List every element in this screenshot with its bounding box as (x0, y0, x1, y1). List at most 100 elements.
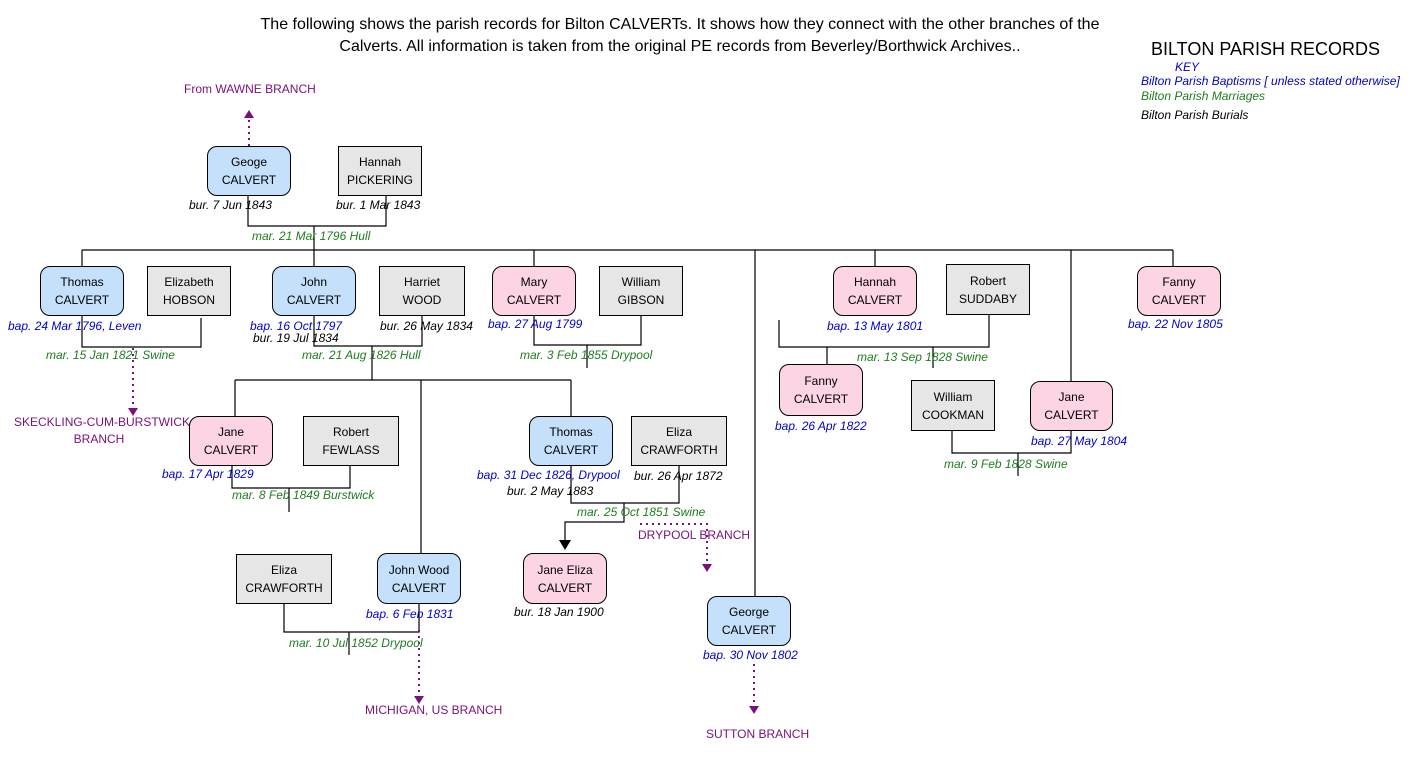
person-eliza-crawforth-1872[interactable]: Eliza CRAWFORTH (631, 416, 727, 466)
person-first-name: Thomas (60, 275, 104, 289)
person-first-name: Jane (1058, 390, 1085, 404)
person-william-cookman[interactable]: William COOKMAN (911, 380, 995, 431)
person-george-calvert-1802[interactable]: George CALVERT (707, 596, 791, 646)
person-surname: PICKERING (346, 173, 413, 187)
marriage-label: mar. 15 Jan 1821 Swine (46, 348, 175, 362)
key-label: KEY (1175, 60, 1200, 74)
branch-michigan: MICHIGAN, US BRANCH (365, 703, 503, 717)
person-first-name: William (621, 275, 661, 289)
person-first-name: Fanny (1162, 275, 1196, 289)
burial-label: bur. 26 May 1834 (380, 319, 473, 333)
person-first-name: Hannah (358, 155, 402, 169)
person-jane-calvert-1804[interactable]: Jane CALVERT (1030, 381, 1113, 431)
person-geoge-calvert[interactable]: Geoge CALVERT (207, 146, 291, 196)
person-surname: CALVERT (286, 293, 342, 307)
person-first-name: Eliza (270, 563, 297, 577)
person-mary-calvert[interactable]: Mary CALVERT (492, 266, 576, 316)
intro-line-1: The following shows the parish records f… (260, 16, 1100, 33)
person-elizabeth-hobson[interactable]: Elizabeth HOBSON (147, 266, 231, 316)
person-first-name: Mary (520, 275, 548, 289)
marriage-label: mar. 25 Oct 1851 Swine (577, 505, 706, 519)
person-surname: CALVERT (847, 293, 903, 307)
burial-label: bur. 7 Jun 1843 (189, 198, 272, 212)
person-first-name: George (728, 605, 770, 619)
branch-skeckling: SKECKLING-CUM-BURSTWICK BRANCH (14, 414, 191, 448)
baptism-label: bap. 31 Dec 1826, Drypool (477, 468, 620, 482)
marriage-label: mar. 3 Feb 1855 Drypool (520, 348, 653, 362)
marriage-label: mar. 8 Feb 1849 Burstwick (232, 488, 375, 502)
person-surname: COOKMAN (921, 407, 984, 422)
baptism-label: bap. 24 Mar 1796, Leven (8, 319, 142, 333)
person-surname: WOOD (402, 293, 442, 307)
person-first-name: Jane (217, 425, 245, 439)
person-surname: CRAWFORTH (640, 443, 718, 457)
branch-skeckling-line-1: SKECKLING-CUM-BURSTWICK (14, 415, 191, 429)
key-title: BILTON PARISH RECORDS (1151, 39, 1381, 59)
person-john-calvert[interactable]: John CALVERT (272, 266, 356, 316)
person-surname: CRAWFORTH (245, 581, 323, 595)
person-first-name: Geoge (230, 155, 268, 169)
person-first-name: Robert (332, 425, 370, 439)
person-hannah-calvert[interactable]: Hannah CALVERT (833, 266, 917, 316)
person-surname: CALVERT (793, 392, 849, 406)
person-first-name: Harriet (403, 275, 440, 289)
intro-line-2: Calverts. All information is taken from … (339, 38, 1021, 55)
key-baptisms: Bilton Parish Baptisms [ unless stated o… (1141, 74, 1400, 88)
person-first-name: Thomas (549, 425, 593, 439)
branch-wawne: From WAWNE BRANCH (184, 82, 316, 96)
person-first-name: Hannah (853, 275, 897, 289)
baptism-label: bap. 27 Aug 1799 (488, 317, 583, 331)
person-first-name: Eliza (665, 425, 692, 439)
person-thomas-calvert-1796[interactable]: Thomas CALVERT (40, 266, 124, 316)
burial-label: bur. 2 May 1883 (507, 484, 594, 498)
burial-label: bur. 1 Mar 1843 (336, 198, 421, 212)
burial-label: bur. 19 Jul 1834 (253, 331, 339, 345)
baptism-label: bap. 30 Nov 1802 (703, 648, 798, 662)
branch-sutton: SUTTON BRANCH (706, 727, 810, 741)
baptism-label: bap. 26 Apr 1822 (775, 419, 867, 433)
person-first-name: John Wood (388, 562, 450, 577)
person-william-gibson[interactable]: William GIBSON (599, 266, 683, 316)
person-surname: CALVERT (391, 580, 447, 595)
person-first-name: John (300, 275, 328, 289)
baptism-label: bap. 16 Oct 1797 (250, 319, 343, 333)
marriage-label: mar. 10 Jul 1852 Drypool (289, 636, 423, 650)
person-surname: CALVERT (1151, 293, 1207, 307)
key-burials: Bilton Parish Burials (1141, 108, 1249, 122)
person-surname: CALVERT (543, 443, 599, 457)
person-thomas-calvert-1826[interactable]: Thomas CALVERT (529, 416, 613, 466)
person-first-name: Jane Eliza (537, 562, 593, 577)
marriage-label: mar. 21 Aug 1826 Hull (302, 348, 421, 362)
person-surname: CALVERT (221, 173, 277, 187)
person-robert-fewlass[interactable]: Robert FEWLASS (303, 416, 399, 466)
person-robert-suddaby[interactable]: Robert SUDDABY (946, 264, 1030, 315)
person-first-name: Fanny (804, 374, 838, 388)
person-surname: CALVERT (54, 293, 110, 307)
person-surname: CALVERT (506, 293, 562, 307)
branch-skeckling-line-2: BRANCH (73, 432, 125, 446)
baptism-label: bap. 17 Apr 1829 (162, 467, 254, 481)
person-hannah-pickering[interactable]: Hannah PICKERING (338, 146, 422, 196)
person-surname: CALVERT (721, 623, 777, 637)
person-first-name: Robert (969, 273, 1007, 288)
person-surname: CALVERT (537, 580, 593, 595)
marriage-label: mar. 21 Mar 1796 Hull (252, 229, 371, 243)
intro-text: The following shows the parish records f… (240, 14, 1120, 58)
person-fanny-calvert-1805[interactable]: Fanny CALVERT (1137, 266, 1221, 316)
person-surname: HOBSON (162, 293, 215, 307)
marriage-label: mar. 13 Sep 1828 Swine (857, 350, 988, 364)
baptism-label: bap. 27 May 1804 (1031, 434, 1128, 448)
person-harriet-wood[interactable]: Harriet WOOD (379, 266, 465, 316)
person-john-wood-calvert[interactable]: John Wood CALVERT (377, 553, 461, 604)
person-jane-calvert-1829[interactable]: Jane CALVERT (189, 416, 273, 466)
person-fanny-calvert-1822[interactable]: Fanny CALVERT (779, 364, 863, 416)
baptism-label: bap. 22 Nov 1805 (1128, 317, 1223, 331)
person-surname: SUDDABY (958, 291, 1017, 306)
person-jane-eliza-calvert[interactable]: Jane Eliza CALVERT (523, 553, 607, 604)
baptism-label: bap. 13 May 1801 (827, 319, 924, 333)
marriage-label: mar. 9 Feb 1828 Swine (944, 457, 1068, 471)
person-first-name: Elizabeth (164, 275, 214, 289)
person-first-name: William (933, 389, 973, 404)
person-eliza-crawforth-1852[interactable]: Eliza CRAWFORTH (236, 554, 332, 604)
